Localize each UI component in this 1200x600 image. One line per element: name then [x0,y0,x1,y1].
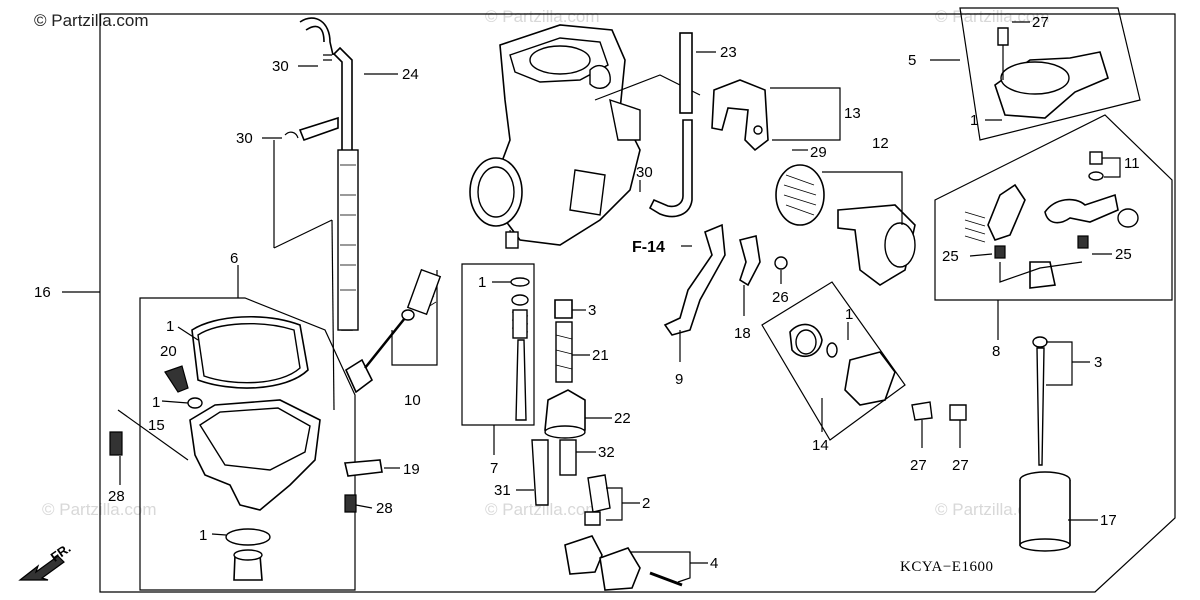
callout-28: 28 [108,488,125,505]
callout-27: 27 [910,457,927,474]
callout-31: 31 [494,482,511,499]
pilot-screw-set [344,268,442,394]
watermark-faint: © Partzilla.com [485,7,600,26]
diagram-code: KCYA−E1600 [900,559,993,575]
front-direction-arrow [18,555,65,581]
callout-3: 3 [1094,354,1102,371]
jet-caps [564,535,683,591]
callout-1: 1 [152,394,160,411]
accelerator-pump-assembly [761,281,967,441]
watermark-faint: © Partzilla.com [935,7,1050,26]
callout-16: 16 [34,284,51,301]
callout-15: 15 [148,417,165,434]
callout-21: 21 [592,347,609,364]
outer-frame [99,13,1176,593]
jet-sleeve [1019,471,1071,552]
watermark-faint: © Partzilla.com [42,500,157,519]
leader-lines [62,21,1121,583]
callout-5: 5 [908,52,916,69]
callout-6: 6 [230,250,238,267]
link-plate [739,235,761,287]
faint-watermarks: © Partzilla.com © Partzilla.com © Partzi… [42,7,1050,519]
callout-11: 11 [1124,155,1140,172]
callout-28: 28 [376,500,393,517]
callout-22: 22 [614,410,631,427]
callout-27: 27 [1032,14,1049,31]
vent-tube [648,32,693,218]
throttle-bracket [711,79,769,152]
callout-8: 8 [992,343,1000,360]
callout-32: 32 [598,444,615,461]
figure-ref-label: F-14 [632,239,665,256]
callout-10: 10 [404,392,421,409]
callout-17: 17 [1100,512,1117,529]
callout-9: 9 [675,371,683,388]
callout-1: 1 [970,112,978,129]
callout-13: 13 [844,105,861,122]
callout-1: 1 [845,306,853,323]
callout-27: 27 [952,457,969,474]
callout-30: 30 [636,164,653,181]
watermark-faint: © Partzilla.com [485,500,600,519]
callout-labels: 30 24 30 23 13 29 12 30 5 1 27 11 25 25 … [34,14,1140,572]
callout-30: 30 [272,58,289,75]
callout-23: 23 [720,44,737,61]
callout-3: 3 [588,302,596,319]
partzilla-watermark: © Partzilla.com [34,11,149,30]
callout-20: 20 [160,343,177,360]
callout-25: 25 [1115,246,1132,263]
callout-14: 14 [812,437,829,454]
callout-24: 24 [402,66,419,83]
choke-lever [663,223,726,336]
needle-jet [1032,336,1048,466]
callout-1: 1 [199,527,207,544]
setting-kit-group [934,114,1173,301]
callout-12: 12 [872,135,889,152]
callout-29: 29 [810,144,827,161]
callout-2: 2 [642,495,650,512]
float-chamber-assembly [109,297,383,591]
jet-needle-group [461,263,611,526]
callout-18: 18 [734,325,751,342]
callout-25: 25 [942,248,959,265]
callout-30: 30 [236,130,253,147]
callout-1: 1 [478,274,486,291]
callout-7: 7 [490,460,498,477]
callout-1: 1 [166,318,174,335]
callout-19: 19 [403,461,420,478]
top-cover-assembly [959,7,1141,141]
callout-26: 26 [772,289,789,306]
callout-4: 4 [710,555,718,572]
carburetor-body [469,24,641,249]
throttle-drum [775,164,916,286]
fuel-line-assembly [284,17,359,331]
